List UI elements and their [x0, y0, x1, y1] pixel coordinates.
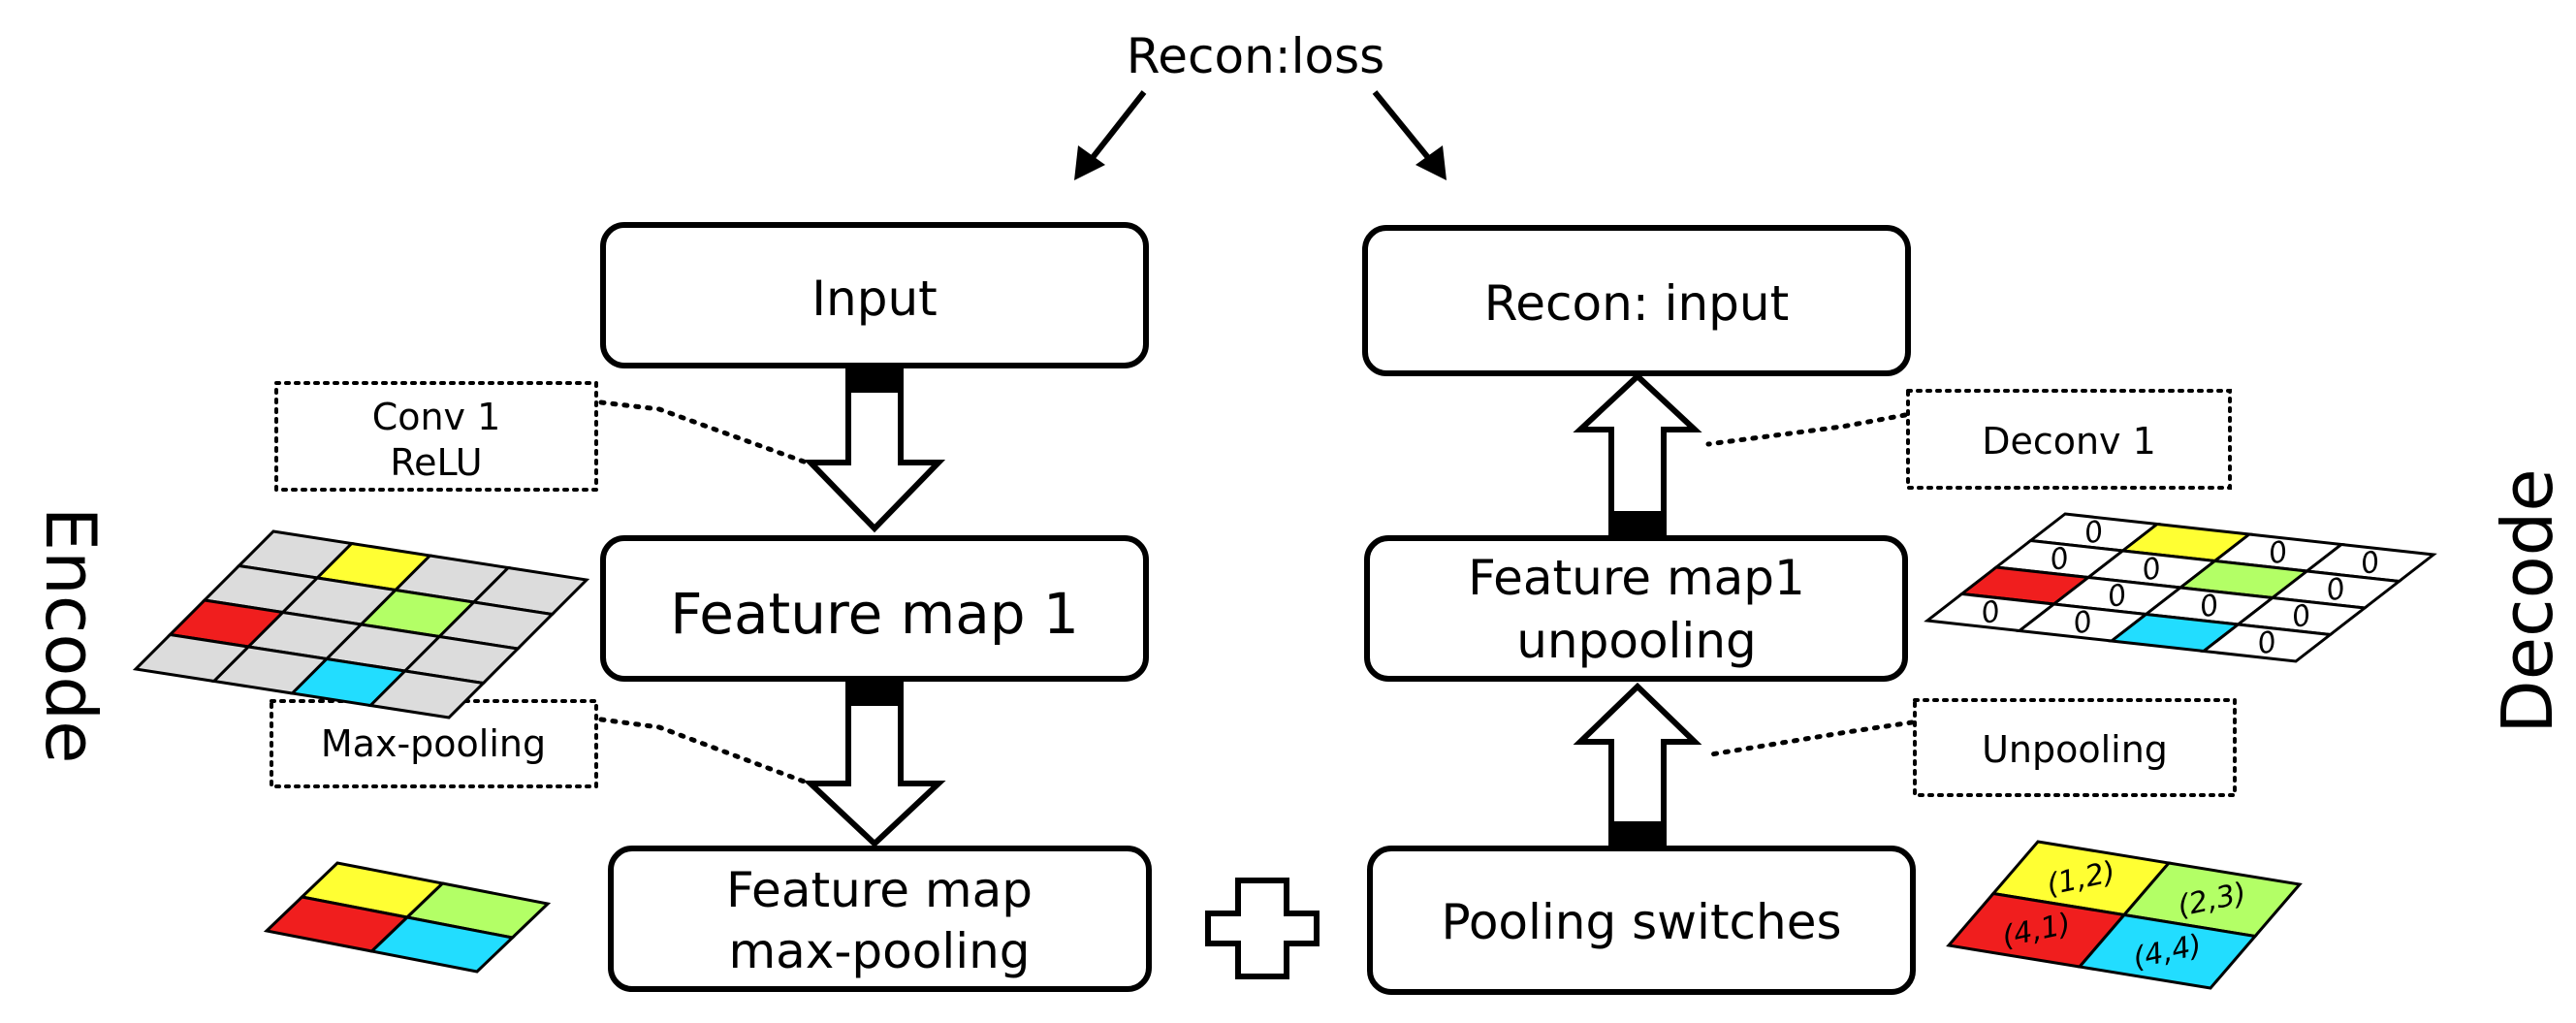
- grid-cell: [368, 915, 516, 974]
- feature-map1-unpool-node: Feature map1 unpooling: [1364, 535, 1908, 682]
- feature-map-maxpool-line-1: Feature map: [726, 862, 1033, 918]
- unpool-note-label: Unpooling: [1982, 728, 2168, 771]
- pooling-switches-label: Pooling switches: [1441, 894, 1841, 950]
- conv-note-line-1: Conv 1: [372, 396, 501, 438]
- conv-note-leader: [598, 400, 817, 468]
- feature-map1-unpool-line-2: unpooling: [1516, 613, 1757, 669]
- deconv-note-label: Deconv 1: [1982, 420, 2156, 463]
- feature-map1-unpool-line-1: Feature map1: [1468, 550, 1805, 606]
- unpool-note: Unpooling: [1913, 698, 2237, 797]
- grid-cell: [2200, 623, 2335, 663]
- recon-input-label: Recon: input: [1484, 275, 1789, 332]
- pooling-switches-node: Pooling switches: [1367, 846, 1916, 995]
- recon-loss-label: Recon:loss: [1127, 28, 1384, 84]
- maxpool-note-label: Max-pooling: [321, 722, 546, 765]
- deconv-note: Deconv 1: [1906, 389, 2232, 490]
- loss-arrowhead-left: [1074, 145, 1105, 180]
- loss-arrow-right: [1372, 90, 1433, 162]
- up-arrow-unpool: [1573, 682, 1702, 846]
- down-arrow-conv: [803, 368, 946, 533]
- feature-map-1-node: Feature map 1: [600, 535, 1149, 682]
- unpool-note-leader: [1708, 719, 1915, 757]
- grid-cell: [2077, 912, 2258, 990]
- up-arrow-deconv: [1573, 371, 1702, 535]
- plus-sign: [1205, 878, 1320, 979]
- input-node-label: Input: [811, 271, 937, 327]
- feature-map-1-label: Feature map 1: [670, 581, 1079, 647]
- feature-map-maxpool-node: Feature map max-pooling: [608, 846, 1152, 992]
- recon-input-node: Recon: input: [1362, 225, 1911, 376]
- pooled-grid-left: [263, 861, 552, 974]
- encode-label: Encode: [30, 507, 111, 764]
- loss-arrowhead-right: [1415, 145, 1447, 180]
- decode-label: Decode: [2487, 468, 2568, 733]
- deconv-note-leader: [1705, 412, 1908, 447]
- feature-map-maxpool-line-2: max-pooling: [728, 923, 1030, 979]
- input-node: Input: [600, 222, 1149, 368]
- switches-grid-right: (1,2)(2,3)(4,1)(4,4): [1946, 840, 2303, 990]
- maxpool-note-leader: [598, 717, 817, 788]
- conv-relu-note: Conv 1 ReLU: [274, 381, 598, 492]
- conv-note-line-2: ReLU: [390, 441, 482, 484]
- feature-map-grid-left: [132, 529, 590, 719]
- loss-arrow-left: [1088, 90, 1147, 162]
- grid-cell: [367, 669, 487, 719]
- down-arrow-maxpool: [803, 682, 946, 848]
